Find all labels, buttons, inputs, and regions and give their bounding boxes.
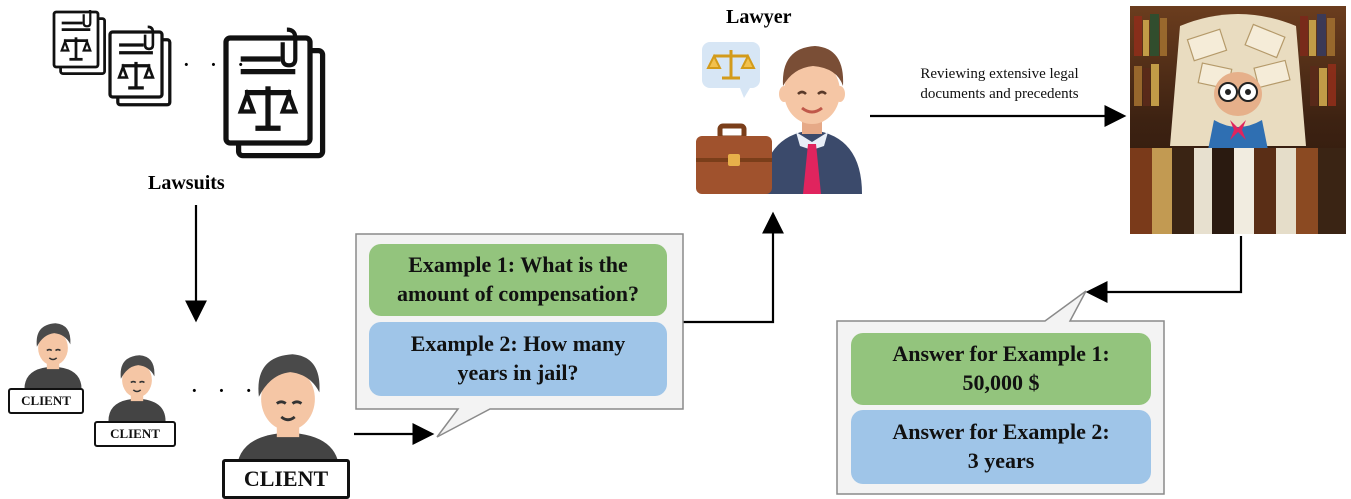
lawsuits-ellipsis: · · · (182, 50, 251, 79)
lawsuit-document-icon (223, 27, 326, 159)
client-avatar-icon (24, 323, 82, 389)
lawyer-label: Lawyer (726, 6, 792, 28)
scales-of-justice-icon (702, 42, 760, 98)
lawyer-avatar-icon (696, 42, 862, 194)
question-example-2-line2: years in jail? (457, 360, 579, 385)
question-example-2-line1: Example 2: How many (410, 331, 626, 357)
answer-example-1-line1: Answer for Example 1: (892, 341, 1110, 367)
clients-ellipsis: · · · (190, 376, 259, 405)
briefcase-icon (696, 123, 772, 194)
lawsuit-document-icon (52, 10, 106, 75)
question-example-2: Example 2: How many years in jail? (369, 322, 667, 396)
arrow-questions-to-lawyer (683, 211, 784, 324)
answer-example-2: Answer for Example 2: 3 years (851, 410, 1151, 484)
answer-example-1: Answer for Example 1: 50,000 $ (851, 333, 1151, 405)
client-tag-small-1: CLIENT (8, 388, 84, 414)
question-example-1-line2: amount of compensation? (396, 281, 639, 306)
question-example-1: Example 1: What is the amount of compens… (369, 244, 667, 316)
client-tag-large: CLIENT (222, 459, 350, 499)
client-avatar-icon (108, 355, 166, 421)
review-caption-line2: documents and precedents (920, 86, 1079, 103)
library-illustration (1130, 6, 1346, 234)
answer-example-1-line2: 50,000 $ (962, 370, 1040, 395)
answer-example-2-line1: Answer for Example 2: (892, 419, 1110, 445)
lawsuits-label: Lawsuits (148, 172, 225, 194)
arrow-library-to-answers (1085, 236, 1243, 303)
review-caption: Reviewing extensive legal documents and … (887, 64, 1112, 105)
client-tag-small-2: CLIENT (94, 421, 176, 447)
client-avatar-icon (236, 354, 340, 473)
review-caption-line1: Reviewing extensive legal (920, 66, 1079, 82)
question-example-1-line1: Example 1: What is the (408, 252, 628, 278)
lawsuit-documents (52, 10, 326, 159)
answer-example-2-line2: 3 years (967, 448, 1035, 473)
lawsuit-document-icon (108, 25, 172, 107)
